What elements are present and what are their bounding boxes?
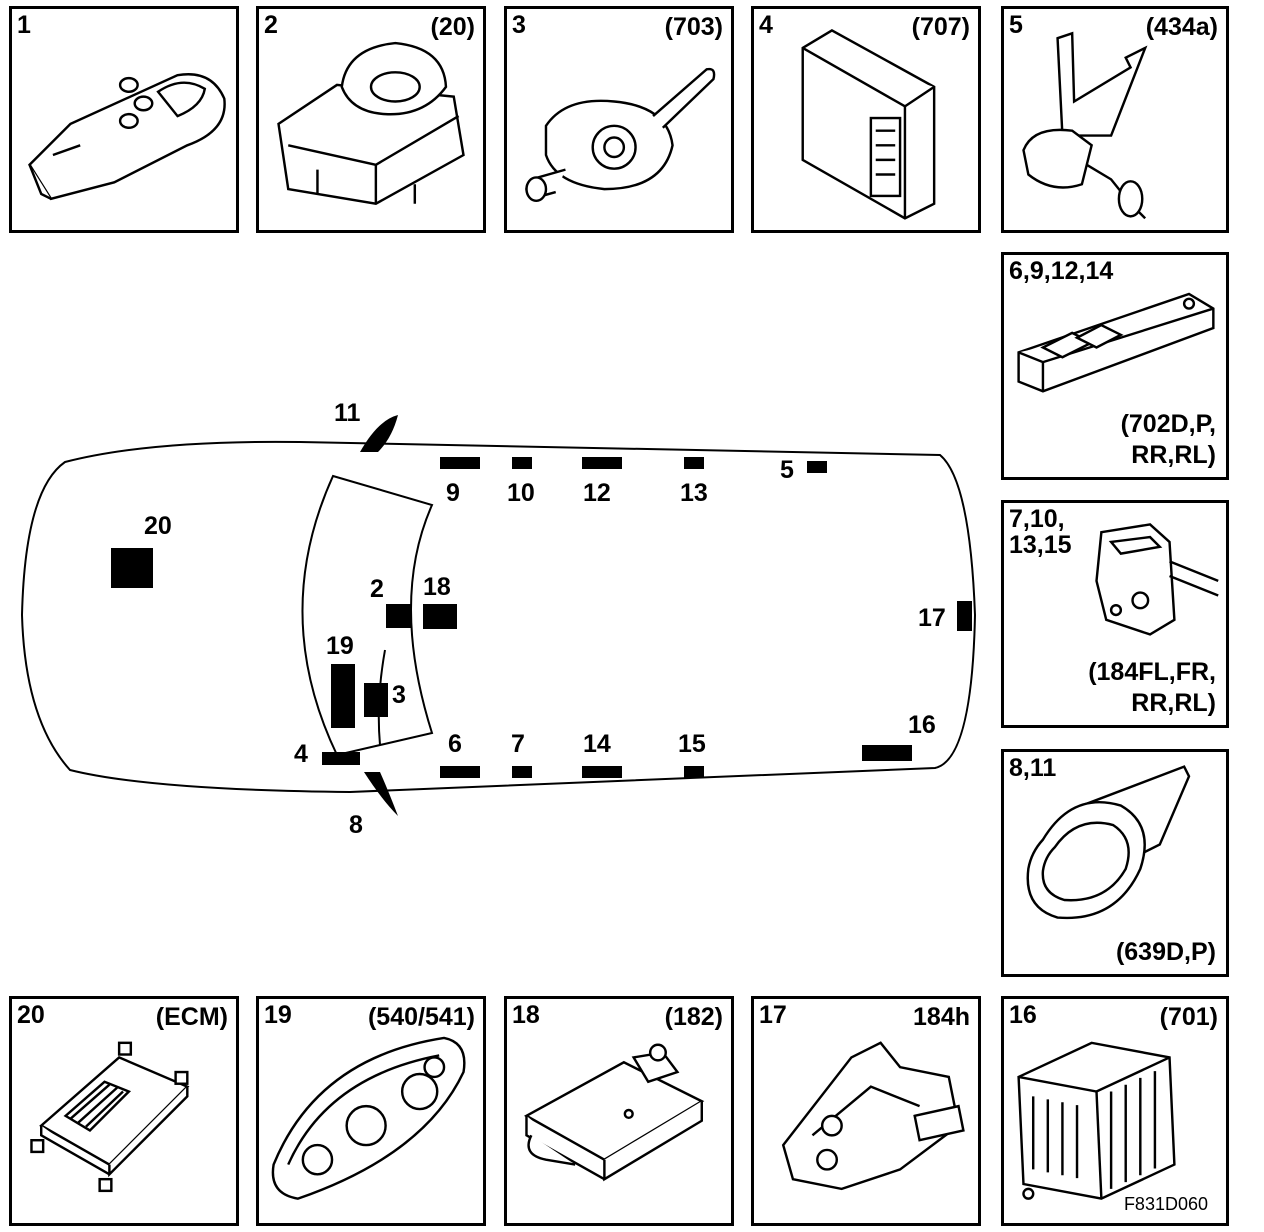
- panel-code: (639D,P): [1115, 937, 1216, 966]
- callout-12: 12: [583, 479, 611, 507]
- callout-2: 2: [370, 575, 384, 603]
- component-3-marker: [364, 683, 388, 717]
- component-6-marker: [440, 766, 480, 778]
- panel-ecm: 20 (ECM): [9, 996, 239, 1226]
- steering-switch-illustration: [525, 67, 716, 203]
- callout-19: 19: [326, 632, 354, 660]
- component-14-marker: [582, 766, 622, 778]
- panel-instrument-cluster: 19 (540/541): [256, 996, 486, 1226]
- panel-number: 16: [1009, 1001, 1037, 1029]
- component-15-marker: [684, 766, 704, 778]
- component-7-marker: [512, 766, 532, 778]
- panel-steering-switch: 3 (703): [504, 6, 734, 233]
- component-16-marker: [862, 745, 912, 761]
- panel-code: (434a): [1145, 13, 1218, 41]
- panel-control-module: 4 (707): [751, 6, 981, 233]
- panel-receiver-module: 18 (182): [504, 996, 734, 1226]
- panel-number: 17: [759, 1001, 787, 1029]
- panel-number: 20: [17, 1001, 45, 1029]
- panel-code: (702D,P, RR,RL): [1120, 409, 1216, 469]
- receiver-module-illustration: [523, 1043, 705, 1182]
- panel-key-fob: 1: [9, 6, 239, 233]
- callout-7: 7: [511, 730, 525, 758]
- callout-20: 20: [144, 512, 172, 540]
- callout-4: 4: [294, 740, 308, 768]
- component-20-marker: [111, 548, 153, 588]
- window-switch-illustration: [1017, 292, 1215, 393]
- door-lock-illustration: [1095, 523, 1219, 636]
- callout-5: 5: [780, 456, 794, 484]
- trunk-lock-illustration: [781, 1041, 965, 1191]
- mirror-right-marker: [364, 772, 398, 816]
- callout-11: 11: [334, 399, 361, 427]
- panel-window-switch: 6,9,12,14 (702D,P, RR,RL): [1001, 252, 1229, 480]
- callout-10: 10: [507, 479, 535, 507]
- panel-code: (707): [911, 13, 970, 41]
- panel-trunk-lock: 17 184h: [751, 996, 981, 1226]
- instrument-cluster-illustration: [271, 1036, 466, 1200]
- panel-fuse-box: 16 (701) F831D060: [1001, 996, 1229, 1226]
- callout-16: 16: [908, 711, 936, 739]
- panel-code: 184h: [913, 1003, 970, 1031]
- component-17-marker: [957, 601, 972, 631]
- panel-code: (20): [430, 13, 475, 41]
- panel-number: 6,9,12,14: [1009, 257, 1114, 285]
- panel-code: (703): [664, 13, 723, 41]
- component-19-marker: [331, 664, 355, 728]
- callout-6: 6: [448, 730, 462, 758]
- panel-code: (701): [1159, 1003, 1218, 1031]
- component-10-marker: [512, 457, 532, 469]
- callout-14: 14: [583, 730, 611, 758]
- component-2-marker: [386, 604, 412, 628]
- panel-door-lock: 7,10, 13,15 (184FL,FR, RR,RL): [1001, 500, 1229, 728]
- panel-code: (182): [664, 1003, 723, 1031]
- panel-code: (ECM): [155, 1003, 228, 1031]
- panel-code: (540/541): [367, 1003, 475, 1031]
- panel-number: 2: [264, 11, 278, 39]
- callout-13: 13: [680, 479, 708, 507]
- panel-number: 7,10, 13,15: [1009, 505, 1072, 559]
- ecm-illustration: [30, 1041, 190, 1193]
- panel-number: 19: [264, 1001, 292, 1029]
- mirror-left-marker: [360, 415, 398, 452]
- panel-number: 1: [17, 11, 31, 39]
- callout-3: 3: [392, 681, 406, 709]
- callout-15: 15: [678, 730, 706, 758]
- figure-reference: F831D060: [1123, 1194, 1208, 1214]
- component-13-marker: [684, 457, 704, 469]
- panel-number: 4: [759, 11, 773, 39]
- component-4-marker: [322, 752, 360, 765]
- bracket-switch-illustration: [1022, 31, 1148, 220]
- component-12-marker: [582, 457, 622, 469]
- panel-number: 3: [512, 11, 526, 39]
- panel-ignition-switch: 2 (20): [256, 6, 486, 233]
- panel-number: 8,11: [1009, 754, 1057, 782]
- panel-number: 18: [512, 1001, 540, 1029]
- panel-mirror: 8,11 (639D,P): [1001, 749, 1229, 977]
- panel-code: (184FL,FR, RR,RL): [1088, 657, 1216, 717]
- ignition-switch-illustration: [277, 41, 465, 205]
- mirror-illustration: [1026, 765, 1191, 920]
- callout-18: 18: [423, 573, 451, 601]
- component-18-marker: [423, 604, 457, 629]
- callout-17: 17: [918, 604, 946, 632]
- callout-9: 9: [446, 479, 460, 507]
- panel-bracket-switch: 5 (434a): [1001, 6, 1229, 233]
- car-body-outline: [20, 440, 977, 794]
- control-module-illustration: [801, 29, 936, 220]
- key-fob-illustration: [28, 73, 226, 201]
- component-5-marker: [807, 461, 827, 473]
- panel-number: 5: [1009, 11, 1023, 39]
- fuse-box-illustration: [1017, 1041, 1176, 1200]
- callout-8: 8: [349, 811, 363, 839]
- component-9-marker: [440, 457, 480, 469]
